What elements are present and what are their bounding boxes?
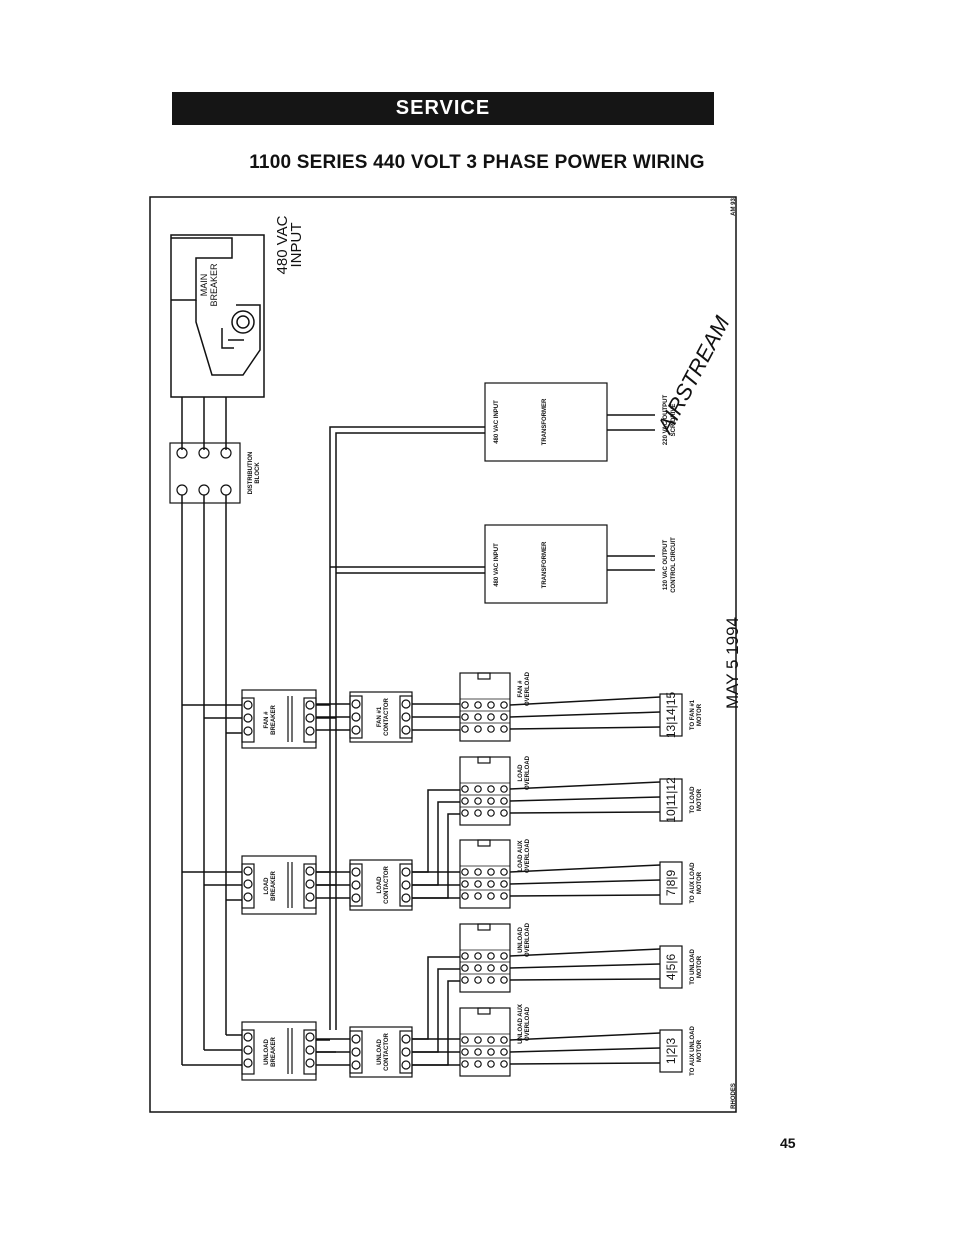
page-title: 1100 SERIES 440 VOLT 3 PHASE POWER WIRIN…	[249, 152, 705, 173]
overload-4	[459, 923, 661, 993]
terminal-destination-2-2: MOTOR	[697, 788, 703, 811]
transformer-top-input: 480 VAC INPUT	[494, 400, 500, 444]
terminal-destination-4-2: MOTOR	[697, 955, 703, 978]
diagram-frame	[149, 196, 737, 1113]
terminal-numbers-3: 7|8|9	[664, 870, 678, 897]
terminal-destination-4: TO UNLOAD	[690, 949, 696, 985]
breaker-label-1: FAN #	[264, 711, 270, 729]
distribution-block-label-2: BLOCK	[255, 462, 261, 484]
breaker-label-3: UNLOAD	[264, 1039, 270, 1065]
distribution-block	[169, 442, 241, 504]
contactor-label-2-2: CONTACTOR	[384, 865, 390, 903]
main-breaker-label: MAIN	[199, 274, 209, 297]
overload-label-2-2: OVERLOAD	[525, 755, 531, 790]
contactor-label-1-2: CONTACTOR	[384, 697, 390, 735]
overload-3	[459, 839, 661, 909]
breaker-label-2-2: BREAKER	[271, 871, 277, 901]
contactor-label-3: UNLOAD	[377, 1039, 383, 1065]
breaker-label-2: LOAD	[264, 877, 270, 895]
terminal-block-4: 4|5|6	[659, 945, 683, 989]
transformer-bottom-name: TRANSFORMER	[542, 541, 548, 588]
overload-label-1: FAN #	[518, 680, 524, 698]
terminal-destination-2: TO LOAD	[690, 786, 696, 814]
terminal-destination-3-2: MOTOR	[697, 871, 703, 894]
terminal-destination-1: TO FAN #1	[690, 699, 696, 730]
input-label: INPUT	[288, 223, 305, 268]
footer-code: RHODES	[731, 1083, 737, 1109]
contactor-label-1: FAN #1	[377, 706, 383, 727]
transformer-bottom-output-2: CONTROL CIRCUIT	[671, 537, 677, 593]
breaker-1	[241, 689, 317, 749]
breaker-3	[241, 1021, 317, 1081]
terminal-block-3: 7|8|9	[659, 861, 683, 905]
overload-label-5: UNLOAD AUX	[518, 1004, 524, 1044]
terminal-destination-5: TO AUX UNLOAD	[690, 1026, 696, 1076]
terminal-numbers-2: 10|11|12	[664, 777, 678, 823]
section-title: SERVICE	[395, 97, 491, 119]
contactor-label-3-2: CONTACTOR	[384, 1032, 390, 1070]
overload-1	[459, 672, 661, 742]
overload-label-5-2: OVERLOAD	[525, 1006, 531, 1041]
input-voltage-label: 480 VAC	[274, 215, 291, 274]
overload-label-4-2: OVERLOAD	[525, 922, 531, 957]
transformer-top-output: 220 VAC OUTPUT	[663, 395, 669, 446]
overload-label-1-2: OVERLOAD	[525, 671, 531, 706]
bus-wires	[181, 495, 242, 1066]
transformer-bottom-input: 480 VAC INPUT	[494, 543, 500, 587]
overload-5	[459, 1007, 661, 1077]
transformer-bottom-output: 120 VAC OUTPUT	[663, 540, 669, 591]
terminal-numbers-1: 13|14|15	[664, 692, 678, 739]
breaker-label-1-2: BREAKER	[271, 705, 277, 735]
overload-label-2: LOAD	[518, 764, 524, 782]
main-feed-wires	[181, 397, 227, 450]
terminal-block-1: 13|14|15	[659, 692, 683, 739]
transformer-top	[484, 382, 655, 462]
contactor-1	[316, 691, 413, 743]
transformer-top-name: TRANSFORMER	[542, 398, 548, 445]
overload-label-4: UNLOAD	[518, 927, 524, 953]
breaker-2	[241, 855, 317, 915]
terminal-numbers-5: 1|2|3	[664, 1038, 678, 1065]
overload-2	[459, 756, 661, 826]
terminal-destination-1-2: MOTOR	[697, 703, 703, 726]
main-breaker	[170, 234, 265, 398]
airstream-logo: AIRSTREAM	[651, 311, 735, 438]
overload-label-3-2: OVERLOAD	[525, 838, 531, 873]
transformer-bottom	[484, 524, 655, 604]
contactor-label-2: LOAD	[377, 876, 383, 894]
contactor-3	[316, 1026, 413, 1078]
overload-label-3: LOAD AUX	[518, 840, 524, 871]
terminal-destination-3: TO AUX LOAD	[690, 862, 696, 904]
terminal-numbers-4: 4|5|6	[664, 954, 678, 981]
corner-code: AM 93	[731, 198, 737, 216]
terminal-block-2: 10|11|12	[659, 777, 683, 823]
section-header: SERVICE	[172, 92, 714, 125]
distribution-block-label: DISTRIBUTION	[248, 452, 254, 495]
page-number: 45	[780, 1135, 796, 1151]
terminal-destination-5-2: MOTOR	[697, 1039, 703, 1062]
terminal-block-5: 1|2|3	[659, 1029, 683, 1073]
main-breaker-label-2: BREAKER	[209, 263, 219, 307]
transformer-top-output-2: SCR DRIVE	[671, 404, 677, 437]
contactor-overload-wires	[412, 703, 460, 1066]
breaker-label-3-2: BREAKER	[271, 1037, 277, 1067]
diagram-date: MAY 5 1994	[723, 617, 742, 709]
